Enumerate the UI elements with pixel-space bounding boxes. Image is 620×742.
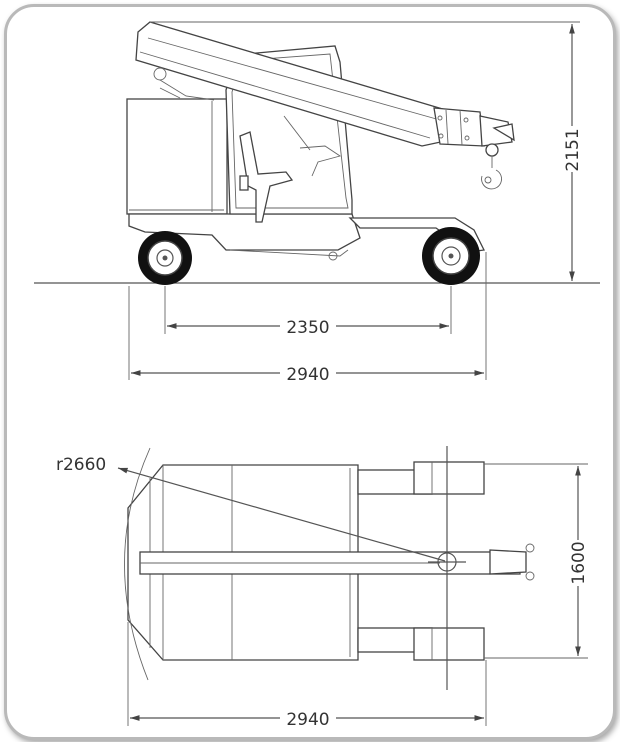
height-label: 2151 — [563, 128, 583, 171]
side-view: 2151 2350 2940 — [34, 21, 600, 385]
radius-arc — [124, 447, 151, 681]
front-wheel — [138, 231, 192, 285]
radius-line — [117, 467, 446, 562]
rear-wheel-top-upper — [413, 461, 485, 495]
top-view: r2660 1600 2940 — [56, 446, 589, 730]
operator-seat — [239, 131, 294, 223]
width-label: 1600 — [569, 541, 589, 584]
rear-wheel-top-lower — [413, 627, 485, 661]
length-top-label: 2940 — [286, 710, 329, 730]
wheelbase-label: 2350 — [286, 318, 329, 338]
length-side-label: 2940 — [286, 365, 329, 385]
hook-pulley — [485, 143, 499, 157]
rear-wheel — [422, 227, 480, 285]
radius-label: r2660 — [56, 455, 106, 475]
counterweight — [126, 98, 228, 215]
